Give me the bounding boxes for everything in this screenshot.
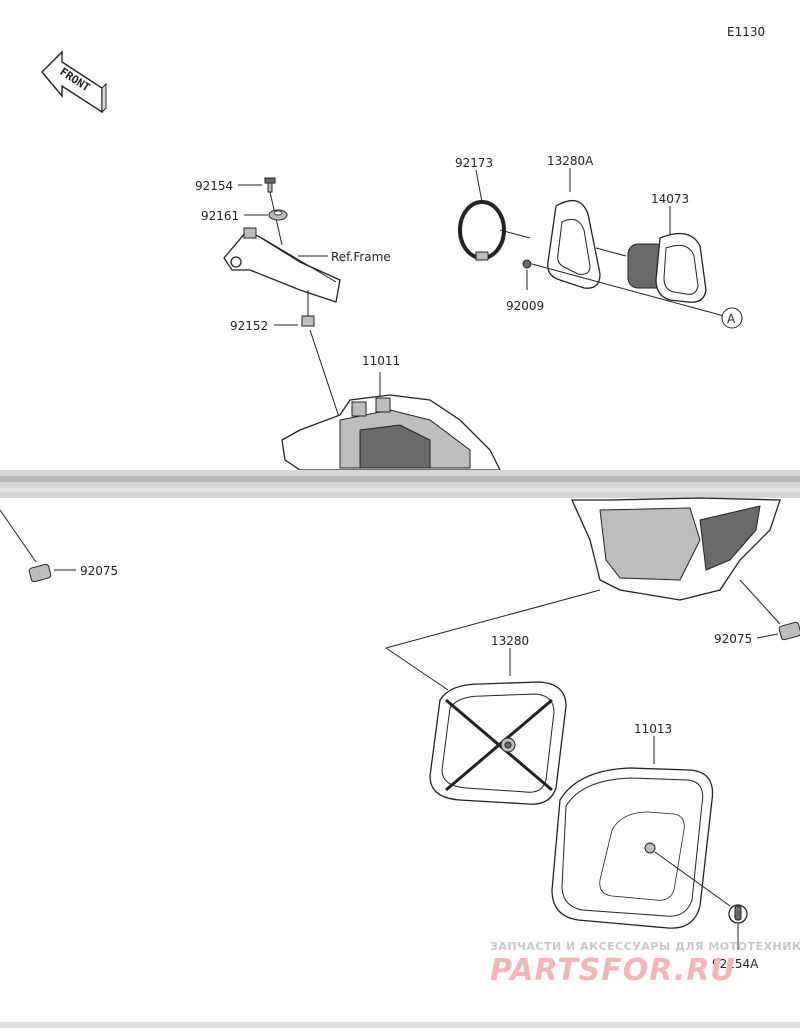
label-13280A: 13280A [547, 154, 594, 168]
label-92161: 92161 [201, 209, 239, 223]
frame-bracket [223, 227, 341, 303]
air-case-lower [385, 497, 781, 691]
label-14073: 14073 [651, 192, 689, 206]
clamp-92173 [458, 169, 531, 261]
label-ref-frame: Ref.Frame [331, 250, 391, 264]
label-92075-left: 92075 [80, 564, 118, 578]
diagram-code: E1130 [727, 25, 765, 39]
label-92154A: 92154A [712, 957, 759, 971]
plate-13280A [547, 168, 627, 289]
label-11013: 11013 [634, 722, 672, 736]
label-92154: 92154 [195, 179, 233, 193]
label-11011: 11011 [362, 354, 400, 368]
label-92173: 92173 [455, 156, 493, 170]
callout-a-icon: A [721, 307, 743, 329]
screw-92009 [522, 259, 725, 317]
label-92009: 92009 [506, 299, 544, 313]
label-13280: 13280 [491, 634, 529, 648]
grommet-92161 [244, 209, 288, 221]
collar-92152 [274, 290, 341, 421]
watermark-small: ЗАПЧАСТИ И АКСЕССУАРЫ ДЛЯ МОТОТЕХНИКИ [490, 940, 800, 953]
bottom-noise [0, 1022, 800, 1028]
callout-a-label: A [727, 312, 736, 326]
bolt-92154A [728, 904, 748, 950]
holder-13280 [429, 648, 567, 805]
watermark-logo: PARTSFOR.RU [490, 953, 736, 988]
plug-92075-left [0, 509, 76, 583]
label-92152: 92152 [230, 319, 268, 333]
filter-11013 [551, 736, 731, 929]
air-case-11011 [281, 372, 502, 471]
front-arrow-icon: FRONT [41, 50, 107, 114]
plug-92075-right [739, 579, 800, 641]
duct-14073 [627, 206, 707, 303]
torn-separator [0, 470, 800, 498]
label-92075-right: 92075 [714, 632, 752, 646]
